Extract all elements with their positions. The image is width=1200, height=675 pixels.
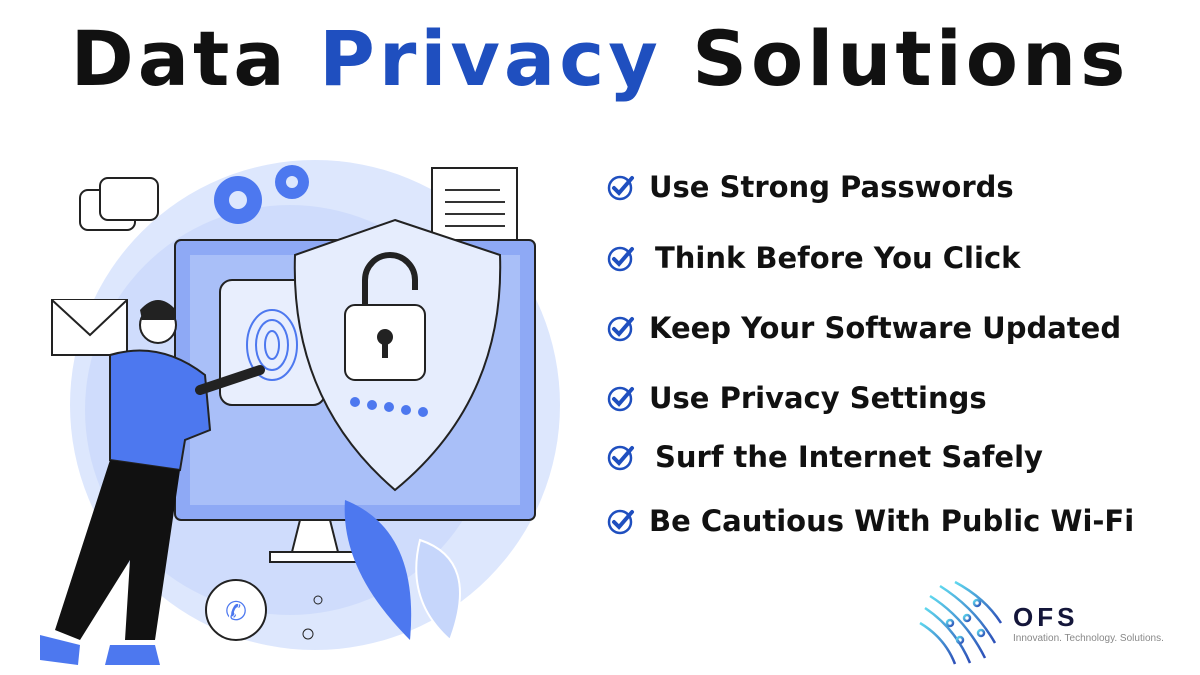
tip-item: Think Before You Click (605, 241, 1020, 275)
check-icon (607, 445, 634, 471)
tip-item: Use Strong Passwords (605, 170, 1014, 204)
check-icon (607, 386, 634, 412)
ofs-logo: OFS Innovation. Technology. Solutions. (915, 578, 1164, 668)
envelope-icon (51, 299, 128, 356)
tip-label: Be Cautious With Public Wi-Fi (649, 504, 1135, 538)
title-word: Data (70, 14, 289, 103)
title-word: Solutions (692, 14, 1130, 103)
tip-item: Keep Your Software Updated (605, 311, 1121, 345)
tip-label: Surf the Internet Safely (655, 440, 1043, 474)
tip-label: Think Before You Click (655, 241, 1021, 275)
tip-item: Use Privacy Settings (605, 381, 987, 415)
page-title: Data Privacy Solutions (0, 14, 1200, 103)
svg-text:✆: ✆ (225, 597, 247, 627)
title-accent-word: Privacy (319, 14, 662, 103)
check-icon (607, 316, 634, 342)
tip-label: Use Privacy Settings (649, 381, 987, 415)
phone-icon (205, 579, 267, 641)
check-icon (607, 175, 634, 201)
leaf-icon (344, 500, 412, 640)
tip-label: Keep Your Software Updated (649, 311, 1122, 345)
globe-circuit-icon (919, 580, 1003, 665)
privacy-illustration: ✆ (40, 160, 560, 665)
logo-tagline: Innovation. Technology. Solutions. (1013, 633, 1164, 644)
tip-item: Surf the Internet Safely (605, 440, 1043, 474)
check-icon (607, 509, 634, 535)
chat-icon (79, 177, 159, 231)
tip-label: Use Strong Passwords (649, 170, 1014, 204)
person-figure (40, 300, 265, 665)
check-icon (607, 246, 634, 272)
logo-name: OFS (1013, 602, 1079, 632)
tip-item: Be Cautious With Public Wi-Fi (605, 504, 1134, 538)
